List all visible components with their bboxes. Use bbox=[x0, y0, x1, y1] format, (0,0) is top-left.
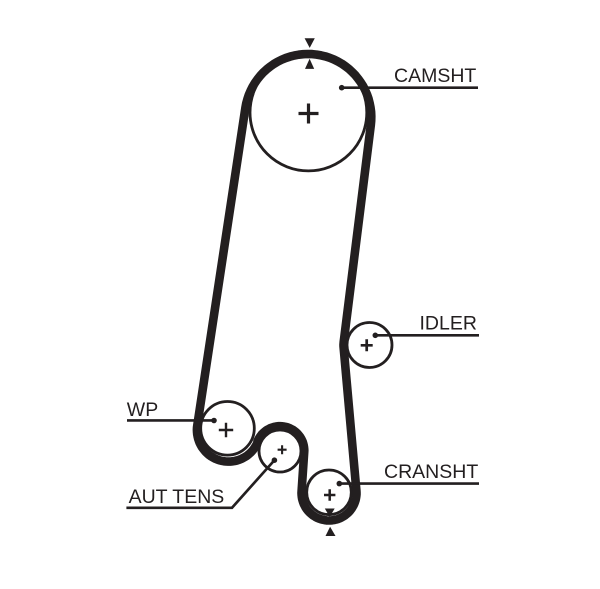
svg-text:IDLER: IDLER bbox=[420, 313, 477, 335]
svg-text:AUT TENS: AUT TENS bbox=[129, 486, 225, 508]
svg-text:CRANSHT: CRANSHT bbox=[384, 461, 478, 483]
svg-text:CAMSHT: CAMSHT bbox=[394, 65, 476, 87]
svg-text:WP: WP bbox=[127, 399, 158, 421]
